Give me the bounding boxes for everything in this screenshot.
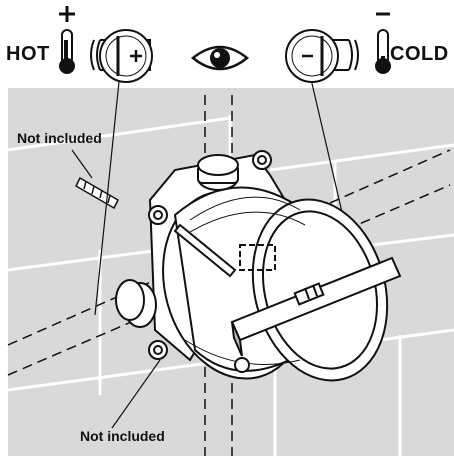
not-included-label-bottom: Not included <box>80 428 165 444</box>
hot-label: HOT <box>6 43 50 65</box>
not-included-label-top: Not included <box>17 130 102 146</box>
cold-side-indicator <box>285 12 391 83</box>
valve-body <box>115 150 389 382</box>
hot-side-indicator <box>59 6 153 83</box>
level-tool <box>230 256 402 357</box>
cold-label: COLD <box>390 43 449 65</box>
screw-top <box>75 176 119 210</box>
eye-icon <box>191 45 249 71</box>
leader-lines <box>71 71 346 429</box>
